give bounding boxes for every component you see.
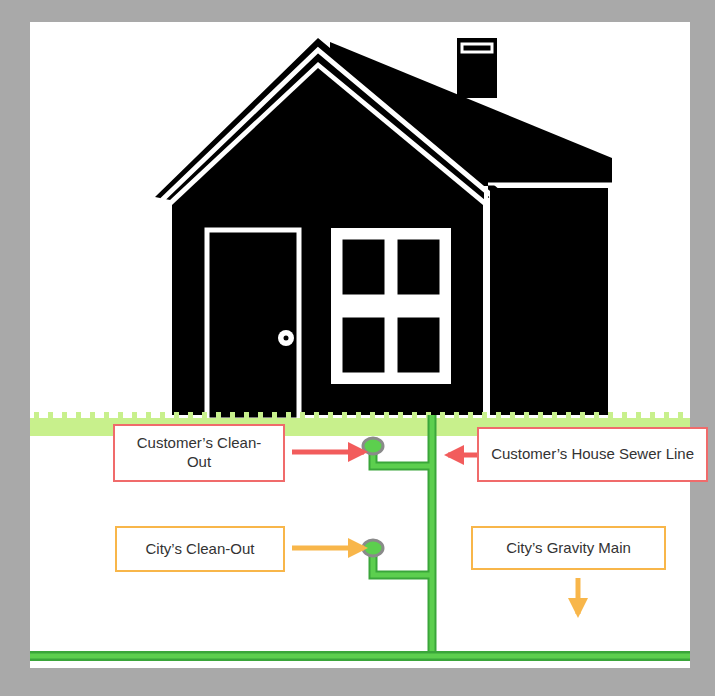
grass-tuft (412, 412, 417, 419)
label-text: City’s Clean-Out (146, 540, 255, 559)
grass-tuft (160, 412, 165, 419)
grass-tuft (384, 412, 389, 419)
grass-tuft (300, 412, 305, 419)
grass-tuft (230, 412, 235, 419)
label-box: Customer’s Clean-Out (113, 424, 285, 482)
grass-tuft (650, 412, 655, 419)
gravity-main-pipe (30, 651, 690, 661)
grass-tuft (398, 412, 403, 419)
grass-tuft (90, 412, 95, 419)
window-pane (396, 316, 441, 374)
grass-tuft (580, 412, 585, 419)
grass-tuft (244, 412, 249, 419)
grass-tuft (174, 412, 179, 419)
label-text: City’s Gravity Main (506, 539, 631, 558)
wing-trim (488, 183, 612, 186)
grass-tuft (552, 412, 557, 419)
house (155, 38, 612, 420)
label-box: City’s Clean-Out (115, 526, 285, 572)
grass-tuft (286, 412, 291, 419)
city-cleanout-cap (363, 540, 383, 556)
leader-arrow (292, 546, 364, 551)
grass-tuft (34, 412, 39, 419)
grass-tuft (496, 412, 501, 419)
grass-tuft (258, 412, 263, 419)
label-text: Customer’s House Sewer Line (491, 445, 694, 464)
grass-tuft (132, 412, 137, 419)
grass-tuft (482, 412, 487, 419)
door (207, 230, 299, 420)
wing-seam (484, 186, 488, 415)
label-text: Customer’s Clean-Out (127, 434, 271, 472)
grass-tuft (314, 412, 319, 419)
grass-tuft (524, 412, 529, 419)
grass-tuft (468, 412, 473, 419)
grass-tuft (454, 412, 459, 419)
grass-tuft (104, 412, 109, 419)
label-box: City’s Gravity Main (471, 526, 666, 570)
grass-tuft (510, 412, 515, 419)
grass-tuft (594, 412, 599, 419)
window-pane (396, 238, 441, 296)
grass-tuft (356, 412, 361, 419)
grass-tuft (328, 412, 333, 419)
grass-tuft (678, 412, 683, 419)
grass-tuft (636, 412, 641, 419)
leader-arrow (576, 578, 581, 614)
grass-tuft (440, 412, 445, 419)
grass-tufts (34, 412, 683, 419)
window-frame (331, 228, 451, 384)
grass-tuft (538, 412, 543, 419)
grass-tuft (608, 412, 613, 419)
grass-tuft (62, 412, 67, 419)
grass-tuft (202, 412, 207, 419)
grass-tuft (622, 412, 627, 419)
grass-tuft (566, 412, 571, 419)
house-wing (490, 188, 608, 415)
grass-tuft (188, 412, 193, 419)
leader-arrow (292, 450, 364, 455)
chimney (457, 38, 497, 98)
grass-tuft (370, 412, 375, 419)
door-knob (278, 330, 294, 346)
grass-tuft (216, 412, 221, 419)
grass-tuft (118, 412, 123, 419)
grass-tuft (664, 412, 669, 419)
customer-cleanout-cap (363, 438, 383, 454)
door-knob-center (284, 336, 289, 341)
grass-tuft (48, 412, 53, 419)
label-box: Customer’s House Sewer Line (477, 427, 708, 482)
chimney-cap (462, 44, 492, 52)
grass-tuft (76, 412, 81, 419)
grass-tuft (342, 412, 347, 419)
gravity-main-fill (30, 654, 690, 659)
white-panel (30, 22, 690, 668)
window-pane (341, 238, 386, 296)
window-pane (341, 316, 386, 374)
grass-tuft (146, 412, 151, 419)
grass-tuft (272, 412, 277, 419)
